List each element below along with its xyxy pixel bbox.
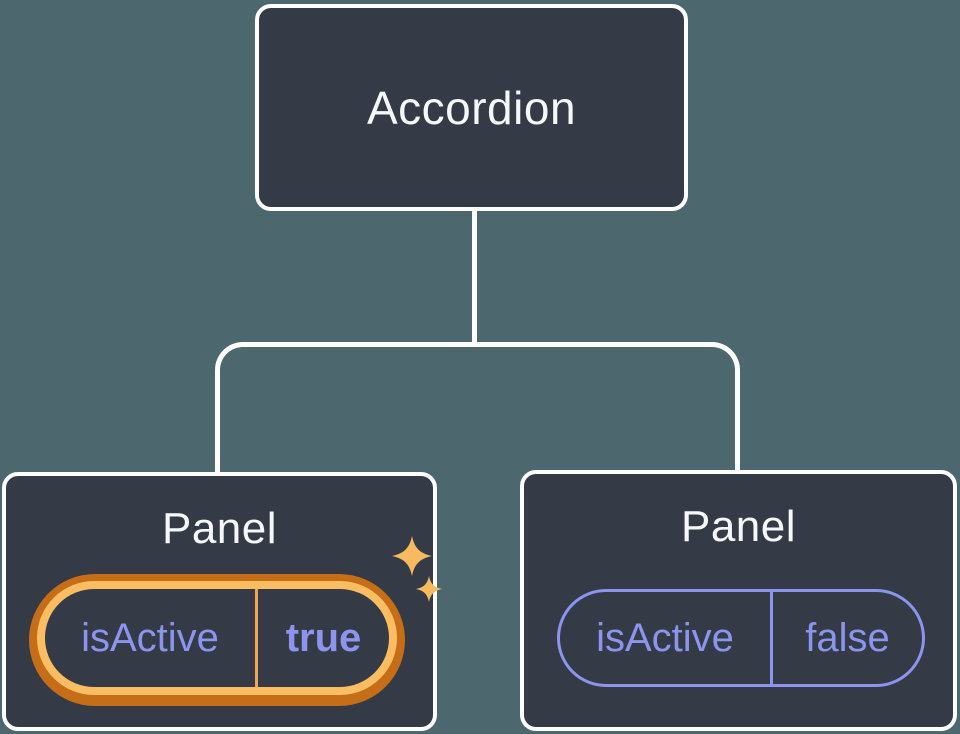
prop-value: true: [285, 615, 362, 660]
prop-pill-active-ring: isActive true: [37, 581, 397, 695]
prop-value: false: [805, 615, 890, 660]
panel-node-inactive: Panel isActive false: [520, 470, 957, 731]
prop-pill-inactive: isActive false: [557, 589, 925, 687]
connector-stem: [472, 207, 477, 347]
panel-title: Panel: [680, 502, 797, 551]
prop-pill-active: isActive true: [29, 574, 405, 706]
accordion-node-label: Accordion: [366, 81, 577, 134]
panel-title: Panel: [161, 504, 278, 553]
sparkles-icon: [392, 536, 442, 602]
panel-node-active: Panel isActive true: [2, 472, 442, 731]
accordion-node: Accordion: [255, 4, 688, 211]
prop-name: isActive: [81, 615, 219, 660]
connector-branch: [215, 342, 740, 475]
prop-pill-divider: [255, 589, 258, 687]
prop-pill-active-core: isActive true: [45, 589, 389, 687]
prop-pill-divider: [770, 592, 773, 684]
prop-name: isActive: [596, 615, 734, 660]
